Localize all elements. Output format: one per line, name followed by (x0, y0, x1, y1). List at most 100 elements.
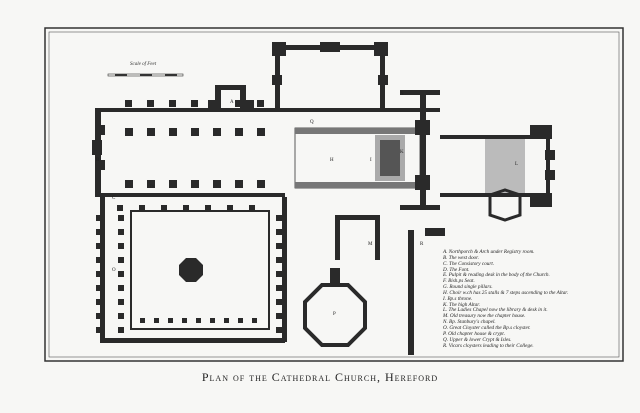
plan-letter: L (515, 162, 519, 167)
vicars-cloister (335, 215, 445, 355)
inner-frame (48, 31, 620, 358)
pier (169, 100, 176, 107)
legend-item: F. Bish.ps Seat. (443, 278, 475, 285)
east-transept (400, 90, 440, 210)
pier (118, 299, 124, 305)
north-porch (208, 85, 254, 110)
pier (276, 229, 282, 235)
legend-item: D. The Font. (443, 266, 470, 273)
pier (191, 128, 199, 136)
legend-item: K. The high Altar. (443, 301, 480, 308)
pier (252, 318, 257, 323)
pier (276, 285, 282, 291)
pier (118, 243, 124, 249)
plan-letter: B (96, 158, 100, 163)
pier (257, 180, 265, 188)
pier (276, 299, 282, 305)
legend-item: Q. Upper & lower Crypt & Isles. (443, 336, 512, 343)
pier (183, 205, 189, 211)
pier (118, 271, 124, 277)
pier (161, 205, 167, 211)
pier (257, 100, 264, 107)
pier (235, 100, 242, 107)
plan-letter: M (368, 242, 373, 247)
legend-item: L. The Ladies Chapel now the library & d… (443, 307, 548, 314)
choir (294, 127, 421, 189)
legend-item: E. Pulpit & reading desk in the body of … (443, 272, 550, 279)
pier (96, 215, 102, 221)
pier (227, 205, 233, 211)
pier (276, 243, 282, 249)
pier (125, 128, 133, 136)
legend-item: M. Old treasury now the chapter house. (443, 313, 526, 320)
legend-item: N. Bp. Stanbury's chapel. (443, 319, 496, 326)
pier (249, 205, 255, 211)
legend-item: A. Northporch & Arch under Registry room… (443, 249, 535, 255)
pier (276, 271, 282, 277)
pillars (96, 100, 282, 333)
legend-item: O. Great Cloyster called the Bp.s cloyst… (443, 324, 531, 331)
legend-item: R. Vicars cloysters leading to their Col… (443, 342, 534, 349)
pier (96, 257, 102, 263)
lady-chapel (440, 125, 555, 222)
pier (276, 327, 282, 333)
pier (257, 128, 265, 136)
plan-letter: R (420, 242, 424, 247)
pier (96, 285, 102, 291)
pier (147, 128, 155, 136)
pier (169, 128, 177, 136)
pier (191, 180, 199, 188)
chapter-house (303, 268, 367, 347)
legend-item: G. Round single pillars. (443, 284, 493, 291)
pier (213, 128, 221, 136)
pier (96, 229, 102, 235)
pier (235, 128, 243, 136)
pier (276, 313, 282, 319)
pier (125, 180, 133, 188)
plan-letter: D (150, 185, 154, 190)
legend-item: B. The west door. (443, 254, 479, 261)
pier (191, 100, 198, 107)
pier (147, 100, 154, 107)
plan-letter: N (400, 92, 404, 97)
scale-label: Scale of Feet (130, 62, 157, 67)
plan-letter: I (370, 158, 372, 163)
pier (139, 205, 145, 211)
plan-letter: P (333, 312, 336, 317)
plan-letter: O (112, 268, 116, 273)
pier (224, 318, 229, 323)
pier (117, 205, 123, 211)
pier (125, 100, 132, 107)
pier (276, 257, 282, 263)
pier (96, 327, 102, 333)
pier (182, 318, 187, 323)
legend: A. Northporch & Arch under Registry room… (443, 249, 569, 349)
legend-item: P. Old chapter house & crypt. (443, 330, 506, 337)
pier (118, 313, 124, 319)
plan-letter: C (112, 196, 116, 201)
pier (213, 180, 221, 188)
pier (96, 299, 102, 305)
pier (205, 205, 211, 211)
nave (92, 108, 440, 197)
plan-letter: H (330, 158, 334, 163)
pier (154, 318, 159, 323)
legend-item: H. Choir w.ch has 25 stalls & 7 steps as… (443, 289, 569, 296)
pier (210, 318, 215, 323)
great-cloister (100, 197, 287, 343)
pier (168, 318, 173, 323)
plan-letter: Q (310, 120, 314, 125)
pier (118, 229, 124, 235)
pier (147, 180, 155, 188)
plan-letter: K (400, 150, 404, 155)
pier (276, 215, 282, 221)
scale-bar (107, 73, 184, 77)
pier (96, 313, 102, 319)
pier (140, 318, 145, 323)
legend-item: I. Bp.s throne. (443, 295, 473, 302)
pier (96, 243, 102, 249)
pier (118, 215, 124, 221)
north-transept (272, 42, 388, 110)
